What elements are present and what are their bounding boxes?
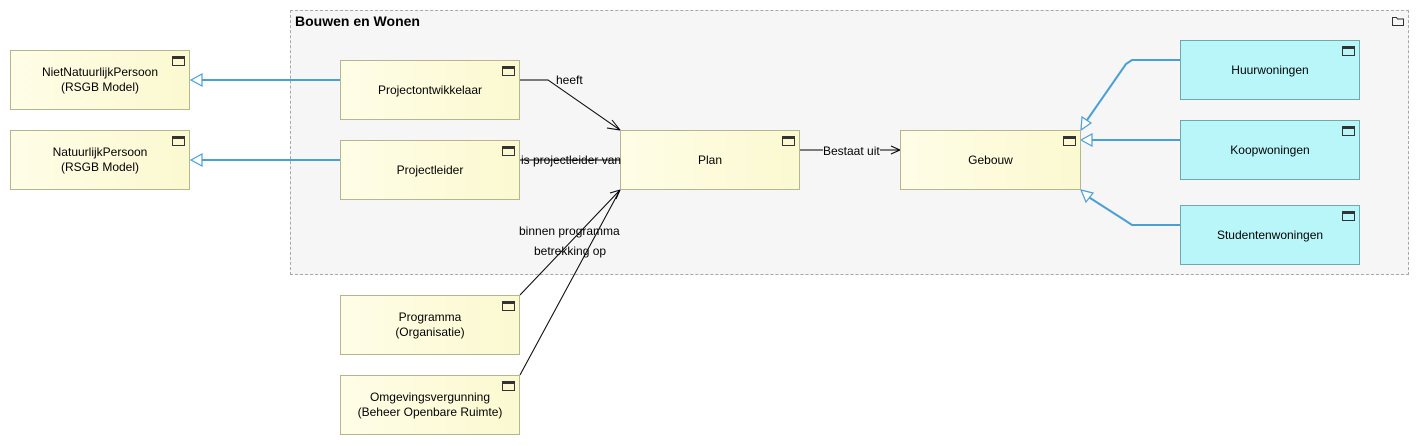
generalization-huurwoningen-to-gebouw[interactable] bbox=[1080, 59, 1180, 132]
generalization-koopwoningen-to-gebouw[interactable] bbox=[1079, 132, 1180, 148]
class-huurwoningen[interactable]: Huurwoningen bbox=[1180, 40, 1360, 100]
class-omgevingsvergunning[interactable]: Omgevingsvergunning (Beheer Openbare Rui… bbox=[340, 375, 520, 435]
class-label: Projectleider bbox=[396, 162, 464, 177]
class-label: Studentenwoningen bbox=[1216, 227, 1324, 242]
class-icon bbox=[172, 56, 185, 66]
class-icon bbox=[502, 301, 515, 311]
generalization-studentenwoningen-to-gebouw[interactable] bbox=[1079, 189, 1180, 226]
class-icon bbox=[502, 66, 515, 76]
class-icon bbox=[1342, 211, 1355, 221]
class-nietnatuurlijkpersoon[interactable]: NietNatuurlijkPersoon (RSGB Model) bbox=[10, 50, 190, 110]
class-label: Gebouw bbox=[968, 152, 1013, 167]
class-icon bbox=[502, 146, 515, 156]
folder-icon bbox=[1392, 17, 1404, 26]
association-betrekking-op[interactable] bbox=[519, 189, 621, 376]
class-gebouw[interactable]: Gebouw bbox=[900, 130, 1081, 190]
class-label: Koopwoningen bbox=[1230, 142, 1310, 157]
association-binnen-programma[interactable] bbox=[519, 189, 621, 296]
edge-label-binnen-programma: binnen programma bbox=[519, 224, 620, 238]
class-icon bbox=[782, 136, 795, 146]
class-label: NietNatuurlijkPersoon (RSGB Model) bbox=[41, 65, 159, 94]
class-label: Programma (Organisatie) bbox=[395, 310, 465, 339]
class-label: Omgevingsvergunning (Beheer Openbare Rui… bbox=[357, 390, 503, 419]
class-icon bbox=[1342, 46, 1355, 56]
class-label: Huurwoningen bbox=[1231, 62, 1309, 77]
package-title: Bouwen en Wonen bbox=[295, 13, 420, 29]
class-plan[interactable]: Plan bbox=[620, 130, 800, 190]
edge-label-heeft: heeft bbox=[556, 73, 583, 87]
association-heeft[interactable] bbox=[520, 79, 622, 131]
generalization-projectontwikkelaar-to-nietnatuurlijk[interactable] bbox=[189, 72, 340, 88]
class-icon bbox=[1342, 126, 1355, 136]
class-programma[interactable]: Programma (Organisatie) bbox=[340, 295, 520, 355]
class-projectontwikkelaar[interactable]: Projectontwikkelaar bbox=[340, 60, 520, 120]
edge-label-betrekking-op: betrekking op bbox=[534, 244, 607, 258]
class-icon bbox=[502, 381, 515, 391]
class-studentenwoningen[interactable]: Studentenwoningen bbox=[1180, 205, 1360, 265]
class-icon bbox=[172, 136, 185, 146]
class-label: Projectontwikkelaar bbox=[377, 82, 483, 97]
generalization-projectleider-to-natuurlijk[interactable] bbox=[189, 152, 340, 168]
class-koopwoningen[interactable]: Koopwoningen bbox=[1180, 120, 1360, 180]
class-natuurlijkpersoon[interactable]: NatuurlijkPersoon (RSGB Model) bbox=[10, 130, 190, 190]
class-icon bbox=[1063, 136, 1076, 146]
edge-label-is-projectleider-van: is projectleider van bbox=[521, 153, 622, 167]
class-label: Plan bbox=[697, 152, 723, 167]
class-label: NatuurlijkPersoon (RSGB Model) bbox=[52, 145, 148, 174]
edge-label-bestaat-uit: Bestaat uit bbox=[823, 144, 880, 158]
class-projectleider[interactable]: Projectleider bbox=[340, 140, 520, 200]
